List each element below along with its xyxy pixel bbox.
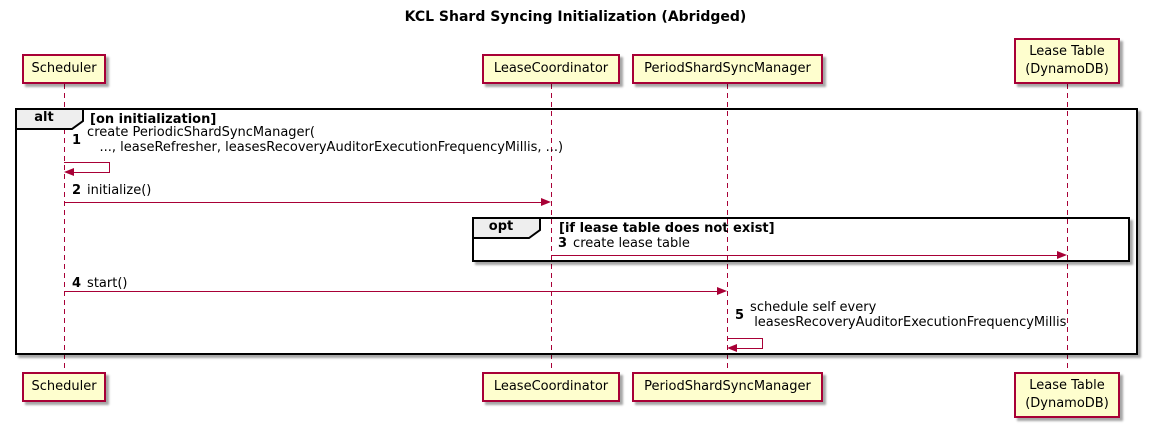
- frame-operator: opt: [488, 219, 514, 234]
- opt-frame: opt [if lease table does not exist]: [472, 217, 1130, 262]
- pentagon-shape-icon: [15, 108, 84, 130]
- participant-label: PeriodShardSyncManager: [644, 61, 811, 77]
- message-label: create PeriodicShardSyncManager( ..., le…: [87, 125, 564, 155]
- message-3-arrow-line: [551, 255, 1058, 256]
- message-2: 2 initialize(): [72, 183, 151, 198]
- message-5-self-arrow-bottom: [737, 348, 763, 349]
- participant-lease-table-bottom: Lease Table (DynamoDB): [1014, 372, 1120, 418]
- message-5-self-arrow-top: [727, 338, 763, 339]
- lifeline-lease-table: [1067, 84, 1068, 372]
- participant-leasecoordinator-top: LeaseCoordinator: [482, 54, 620, 84]
- frame-operator: alt: [34, 110, 54, 125]
- lifeline-leasecoordinator: [551, 84, 552, 372]
- opt-operator-tab: opt: [472, 217, 541, 240]
- participant-periodshardsyncmanager-top: PeriodShardSyncManager: [632, 54, 823, 84]
- message-1-self-arrow-bottom: [73, 172, 110, 173]
- participant-periodshardsyncmanager-bottom: PeriodShardSyncManager: [632, 372, 823, 402]
- message-number: 1: [72, 132, 82, 148]
- message-2-arrow-line: [64, 202, 542, 203]
- alt-operator-tab: alt: [15, 108, 84, 131]
- alt-frame: alt [on initialization]: [15, 108, 1138, 355]
- lifeline-periodshardsyncmanager: [727, 84, 728, 372]
- message-1: 1 create PeriodicShardSyncManager( ..., …: [72, 125, 563, 155]
- message-label: initialize(): [87, 183, 152, 198]
- message-5: 5 schedule self every leasesRecoveryAudi…: [735, 300, 1066, 330]
- pentagon-shape-icon: [472, 217, 541, 239]
- message-5-self-arrow-side: [762, 338, 763, 348]
- participant-scheduler-bottom: Scheduler: [22, 372, 106, 402]
- message-3: 3 create lease table: [558, 236, 690, 251]
- participant-label: Lease Table (DynamoDB): [1025, 378, 1109, 411]
- message-label: create lease table: [573, 236, 690, 251]
- message-label: schedule self every leasesRecoveryAudito…: [750, 300, 1067, 330]
- arrow-right-icon: [717, 287, 727, 295]
- arrow-right-icon: [1057, 251, 1067, 259]
- lifeline-scheduler: [64, 84, 65, 372]
- participant-label: Lease Table (DynamoDB): [1025, 44, 1109, 77]
- participant-label: Scheduler: [31, 379, 97, 395]
- message-1-self-arrow-side: [109, 162, 110, 172]
- participant-label: LeaseCoordinator: [493, 61, 609, 77]
- participant-label: PeriodShardSyncManager: [644, 379, 811, 395]
- opt-guard: [if lease table does not exist]: [559, 221, 775, 236]
- participant-label: Scheduler: [31, 61, 97, 77]
- diagram-title: KCL Shard Syncing Initialization (Abridg…: [404, 9, 747, 25]
- arrow-left-icon: [64, 168, 74, 176]
- message-1-self-arrow-top: [64, 162, 110, 163]
- arrow-left-icon: [727, 344, 737, 352]
- participant-label: LeaseCoordinator: [493, 379, 609, 395]
- message-4: 4 start(): [72, 276, 127, 291]
- participant-scheduler-top: Scheduler: [22, 54, 106, 84]
- message-number: 3: [558, 236, 568, 251]
- participant-leasecoordinator-bottom: LeaseCoordinator: [482, 372, 620, 402]
- message-label: start(): [87, 276, 128, 291]
- arrow-right-icon: [541, 198, 551, 206]
- message-number: 5: [735, 307, 745, 323]
- message-number: 4: [72, 276, 82, 291]
- message-4-arrow-line: [64, 291, 718, 292]
- alt-guard: [on initialization]: [90, 112, 217, 127]
- participant-lease-table-top: Lease Table (DynamoDB): [1014, 38, 1120, 84]
- message-number: 2: [72, 183, 82, 198]
